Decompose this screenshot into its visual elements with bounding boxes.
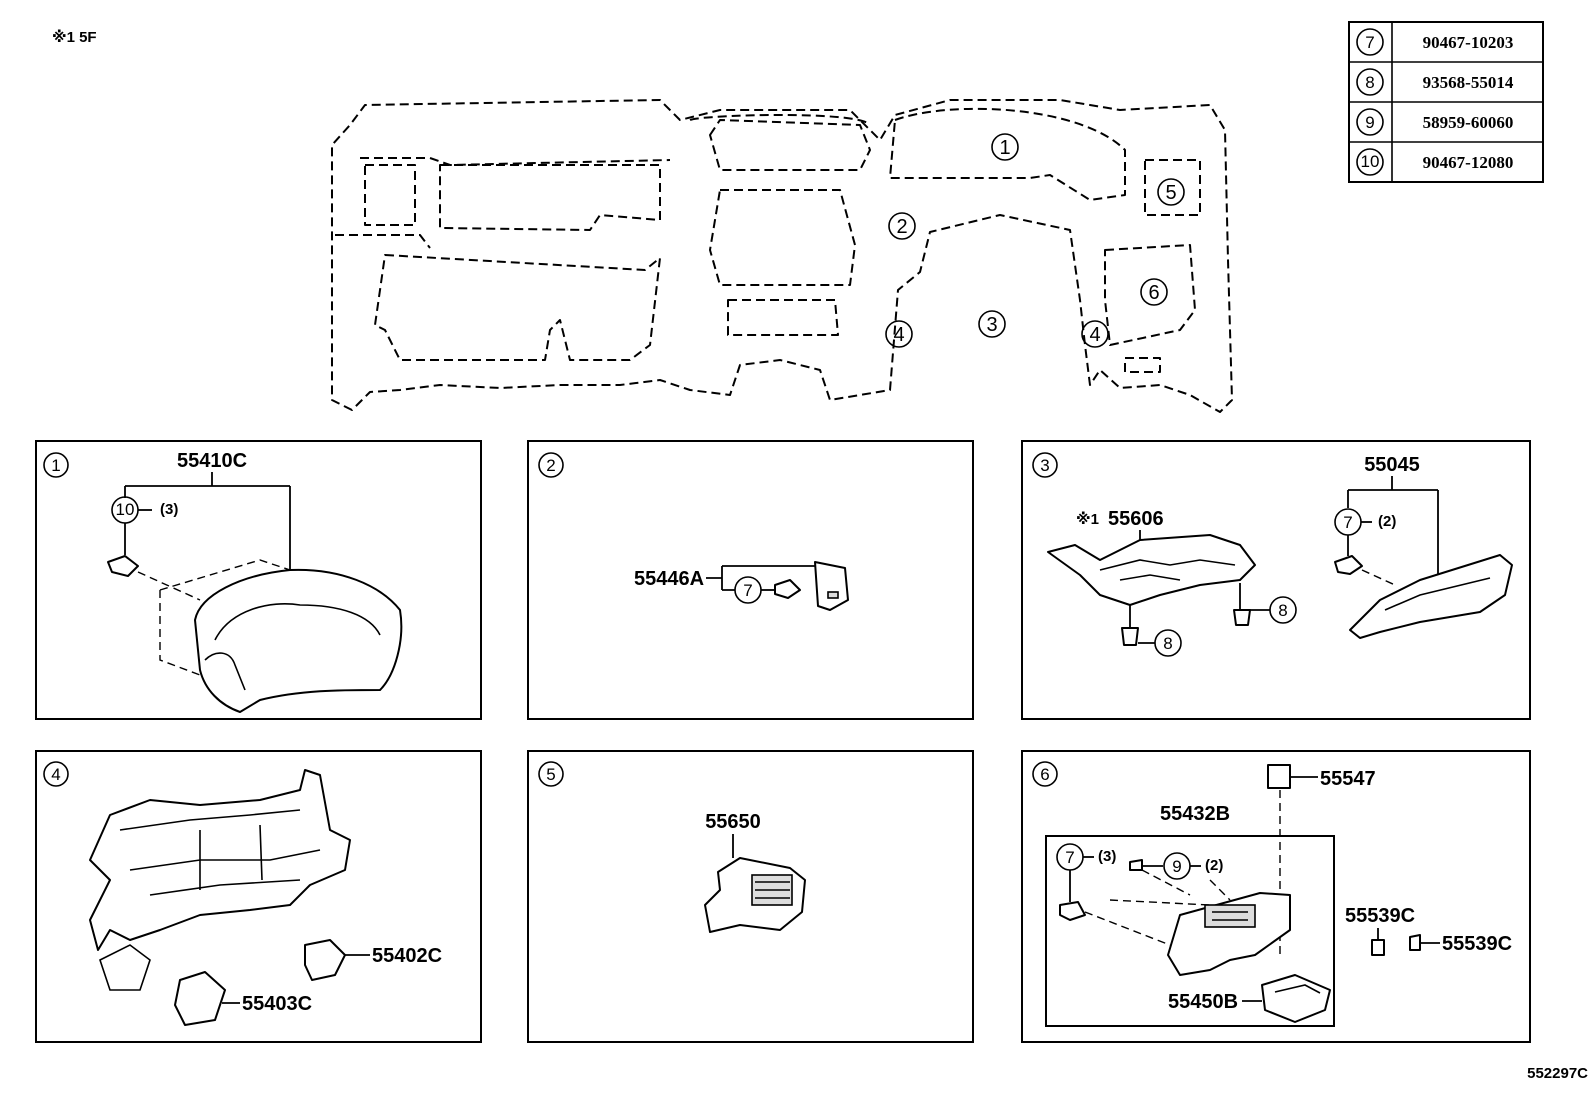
fastener-qty: (3) (160, 501, 178, 518)
svg-text:6: 6 (1148, 282, 1159, 304)
overview-marker-2: 2 (888, 212, 916, 240)
lower-panel-shape (1047, 534, 1256, 606)
part-prefix: ※1 (1076, 510, 1099, 528)
svg-text:1: 1 (999, 137, 1010, 159)
panel-5-side-vent: 5 55650 (527, 750, 974, 1043)
svg-text:2: 2 (896, 216, 907, 238)
svg-text:3: 3 (986, 314, 997, 336)
fastener-index: 7 (743, 581, 752, 600)
panel-4-reinforcement: 4 55402C 55403C (35, 750, 482, 1043)
meter-hood-shape (194, 568, 403, 713)
svg-text:4: 4 (893, 324, 904, 346)
figure-code: 552297C (1527, 1065, 1588, 1082)
part-label: 55402C (372, 945, 442, 967)
panel-index: 5 (546, 765, 555, 784)
panel-2-vent: 2 55446A 7 (527, 440, 974, 720)
parts-table: 7 90467-10203 8 93568-55014 9 58959-6006… (1348, 21, 1544, 183)
part-label: 55410C (177, 450, 247, 472)
part-label: 55432B (1160, 803, 1230, 825)
panel-index: 1 (51, 456, 60, 475)
fastener-index: 8 (1278, 601, 1287, 620)
part-label: 55650 (705, 811, 761, 833)
part-label: 55547 (1320, 768, 1376, 790)
fastener-qty: (2) (1378, 513, 1396, 530)
fastener-index: 9 (1172, 857, 1181, 876)
row-index: 10 (1361, 152, 1380, 171)
svg-text:4: 4 (1089, 324, 1100, 346)
dashboard-overview: 1 2 3 4 4 5 6 (331, 99, 1233, 413)
svg-text:5: 5 (1165, 182, 1176, 204)
parts-table-row: 10 90467-12080 (1356, 148, 1514, 176)
row-part-number: 93568-55014 (1423, 73, 1514, 92)
fastener-qty: (2) (1205, 857, 1223, 874)
fastener-qty: (3) (1098, 848, 1116, 865)
row-part-number: 58959-60060 (1423, 113, 1514, 132)
overview-marker-1: 1 (991, 133, 1019, 161)
part-label: 55539C (1345, 905, 1415, 927)
overview-marker-3: 3 (978, 310, 1006, 338)
row-part-number: 90467-12080 (1423, 153, 1514, 172)
panel-index: 3 (1040, 456, 1049, 475)
parts-table-row: 8 93568-55014 (1356, 68, 1514, 96)
dashboard-outline (331, 99, 1233, 413)
panel-6-glove-box: 6 55547 55432B 7 (3) 9 (2) 55450B 55539C (1021, 750, 1531, 1043)
fastener-index: 7 (1343, 513, 1352, 532)
panel-index: 4 (51, 765, 60, 784)
row-index: 9 (1365, 113, 1374, 132)
row-part-number: 90467-10203 (1423, 33, 1514, 52)
knee-panel-shape (1349, 554, 1513, 639)
row-index: 8 (1365, 73, 1374, 92)
panel-index: 2 (546, 456, 555, 475)
header-note: ※1 5F (52, 28, 97, 46)
part-label: 55045 (1364, 454, 1420, 476)
row-index: 7 (1365, 33, 1374, 52)
part-label: 55446A (634, 568, 704, 590)
part-label: 55450B (1168, 991, 1238, 1013)
panel-index: 6 (1040, 765, 1049, 784)
part-label: 55539C (1442, 933, 1512, 955)
overview-marker-4: 4 (1081, 320, 1109, 348)
overview-marker-4: 4 (885, 320, 913, 348)
panel-1-meter-hood: 1 55410C 10 (3) (35, 440, 482, 720)
fastener-index: 10 (116, 500, 135, 519)
panel-3-lower-panel: 3 ※1 55606 8 8 55045 7 (2) (1021, 440, 1531, 720)
parts-table-row: 9 58959-60060 (1356, 108, 1514, 136)
part-label: 55403C (242, 993, 312, 1015)
overview-marker-5: 5 (1157, 178, 1185, 206)
overview-marker-6: 6 (1140, 278, 1168, 306)
part-label: 55606 (1108, 508, 1164, 530)
glove-box-door (1167, 892, 1291, 976)
parts-table-row: 7 90467-10203 (1356, 28, 1514, 56)
fastener-index: 8 (1163, 634, 1172, 653)
fastener-index: 7 (1065, 848, 1074, 867)
